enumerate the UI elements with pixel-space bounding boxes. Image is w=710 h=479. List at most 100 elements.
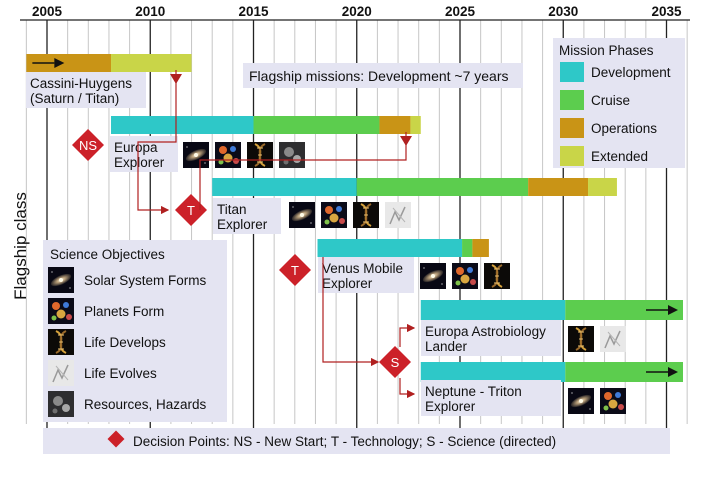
phase-bar-cruise <box>565 300 683 320</box>
legend-label: Cruise <box>591 93 630 108</box>
phase-bar-development <box>212 178 357 196</box>
year-tick-label: 2025 <box>445 4 476 19</box>
phase-bar-development <box>111 116 254 134</box>
planets-icon <box>48 298 74 324</box>
phase-bar-cruise <box>565 362 683 382</box>
phase-bar-extended <box>111 54 192 72</box>
year-tick-label: 2035 <box>651 4 682 19</box>
y-axis-label: Flagship class <box>11 192 30 300</box>
decision-point-icon <box>279 254 311 286</box>
mission-label-box <box>26 72 146 108</box>
dna-icon <box>483 262 511 290</box>
footer-panel <box>43 428 670 454</box>
phase-bar-operations <box>528 178 589 196</box>
evolves-icon <box>47 359 75 387</box>
mission-name: Europa Astrobiology <box>425 324 546 339</box>
phase-bar-cruise <box>462 239 473 257</box>
mission-0: Cassini-Huygens(Saturn / Titan) <box>26 54 192 108</box>
footer-text: Decision Points: NS - New Start; T - Tec… <box>133 434 556 449</box>
decision-point-icon <box>72 129 104 161</box>
hazards-icon <box>279 142 305 168</box>
planets-icon <box>600 388 626 414</box>
cassini-drop-marker <box>170 74 182 84</box>
mission-name: Cassini-Huygens <box>30 76 132 91</box>
planets-icon <box>321 202 347 228</box>
legend-swatch-operations <box>560 118 584 138</box>
phase-bar-extended <box>588 178 617 196</box>
legend-label: Operations <box>591 121 657 136</box>
galaxy-icon <box>183 142 209 168</box>
phase-bar-development <box>420 300 566 320</box>
headline-box <box>243 63 523 88</box>
headline: Flagship missions: Development ~7 years <box>249 68 509 84</box>
mission-name-line2: Explorer <box>322 276 373 291</box>
mission-label-box <box>421 380 561 416</box>
evolves-icon <box>384 201 412 229</box>
decision-point-icon <box>175 194 207 226</box>
arrow-to-europa-lander <box>399 323 416 347</box>
dna-icon <box>246 141 274 169</box>
legend-title: Mission Phases <box>559 43 654 58</box>
phase-bar-operations <box>472 239 489 257</box>
continues-arrowhead <box>668 367 678 377</box>
phase-bar-operations <box>379 116 411 134</box>
mission-name: Venus Mobile <box>322 261 403 276</box>
arrow-to-neptune <box>322 257 380 367</box>
phase-bar-development <box>317 239 463 257</box>
mission-name: Neptune - Triton <box>425 384 522 399</box>
mission-name-line2: Lander <box>425 339 468 354</box>
mission-name-line2: Explorer <box>217 217 268 232</box>
mission-name-line2: Explorer <box>425 399 476 414</box>
hazards-icon <box>48 391 74 417</box>
evolves-icon <box>599 325 627 353</box>
galaxy-icon <box>48 267 74 293</box>
galaxy-icon <box>420 263 446 289</box>
mission-name-line2: Explorer <box>114 155 165 170</box>
decision-point-label: T <box>291 263 299 278</box>
science-objective-label: Life Evolves <box>84 366 157 381</box>
dna-icon <box>567 325 595 353</box>
science-title: Science Objectives <box>50 247 165 262</box>
science-objective-label: Resources, Hazards <box>84 397 207 412</box>
phase-bar-development <box>420 362 566 382</box>
mission-label-box <box>318 257 414 293</box>
mission-name: Europa <box>114 140 158 155</box>
continues-arrowhead <box>54 58 65 68</box>
mission-label-box <box>213 198 281 234</box>
science-objective-label: Solar System Forms <box>84 273 207 288</box>
year-tick-label: 2020 <box>342 4 372 19</box>
science-objective-label: Life Develops <box>84 335 166 350</box>
phase-bar-cruise <box>253 116 380 134</box>
legend-swatch-development <box>560 62 584 82</box>
phase-bar-cruise <box>356 178 529 196</box>
legend-label: Extended <box>591 149 648 164</box>
continues-arrowhead <box>668 305 678 315</box>
decision-point-label: T <box>187 203 195 218</box>
science-objectives-panel: Science Objectives Solar System FormsPla… <box>43 240 227 422</box>
legend-swatch-cruise <box>560 90 584 110</box>
phase-bar-extended <box>410 116 421 134</box>
year-tick-label: 2005 <box>32 4 63 19</box>
arrow-to-neptune-bar <box>399 378 416 399</box>
legend-label: Development <box>591 65 671 80</box>
arrow-to-titan <box>137 70 177 215</box>
mission-label-box <box>421 320 561 356</box>
footer-decision-icon <box>107 430 125 448</box>
galaxy-icon <box>289 202 315 228</box>
mission-phases-legend: Mission Phases DevelopmentCruiseOperatio… <box>553 38 685 168</box>
galaxy-icon <box>568 388 594 414</box>
year-tick-label: 2015 <box>238 4 269 19</box>
dna-icon <box>352 201 380 229</box>
mission-name-line2: (Saturn / Titan) <box>30 91 119 106</box>
mission-rows: Cassini-Huygens(Saturn / Titan)EuropaExp… <box>26 54 683 416</box>
science-objective-label: Planets Form <box>84 304 164 319</box>
mission-name: Titan <box>217 202 247 217</box>
year-tick-label: 2010 <box>135 4 165 19</box>
year-tick-label: 2030 <box>548 4 578 19</box>
europa-drop-marker <box>400 136 412 146</box>
